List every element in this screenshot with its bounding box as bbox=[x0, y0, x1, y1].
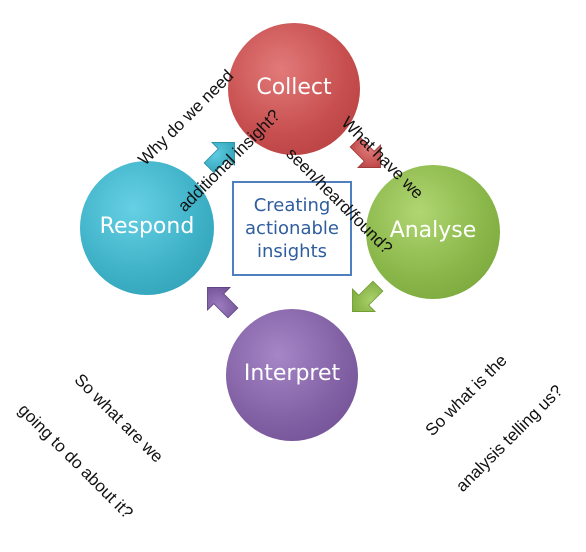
analyse-stage: Analyse bbox=[366, 165, 500, 299]
center-line: Creating bbox=[253, 194, 331, 216]
respond-label: Respond bbox=[99, 213, 195, 239]
center-line: actionable bbox=[245, 217, 339, 239]
center-title: Creating actionable insights bbox=[245, 194, 339, 263]
analyse-label: Analyse bbox=[389, 217, 477, 243]
center-box: Creating actionable insights bbox=[232, 181, 352, 276]
arrow-analyse-to-interpret bbox=[352, 280, 384, 312]
arrow-interpret-to-respond bbox=[207, 287, 239, 319]
collect-stage: Collect bbox=[228, 23, 360, 155]
respond-stage: Respond bbox=[80, 161, 214, 295]
center-line: insights bbox=[256, 241, 328, 263]
arrow-respond-to-collect bbox=[203, 142, 235, 174]
collect-label: Collect bbox=[256, 74, 332, 100]
interpret-label: Interpret bbox=[243, 360, 341, 386]
insight-cycle-diagram: Collect Analyse Interpret Respond Creati… bbox=[14, 23, 566, 522]
arrow-collect-to-analyse bbox=[349, 136, 381, 168]
interpret-stage: Interpret bbox=[226, 309, 358, 441]
cycle-arrows bbox=[203, 136, 384, 319]
